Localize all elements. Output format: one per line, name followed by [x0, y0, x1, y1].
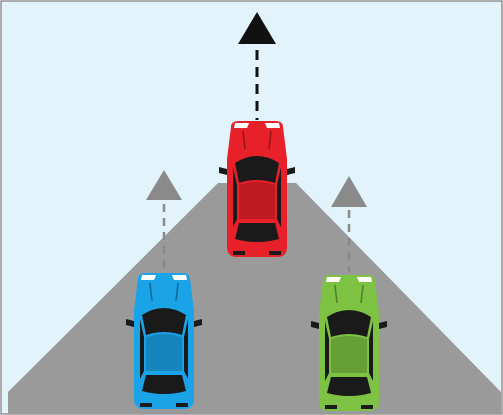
car-top-view-icon — [311, 275, 387, 411]
car-top-view-icon — [219, 121, 295, 257]
car-top-view-icon — [126, 273, 202, 409]
